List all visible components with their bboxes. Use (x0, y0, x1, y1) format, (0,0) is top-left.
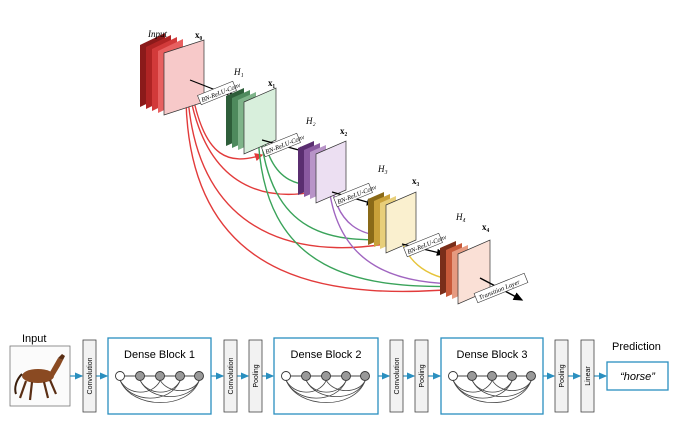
skip-arrow-green (257, 131, 472, 291)
layer-linear: Linear (580, 339, 595, 413)
dense-block-detail: Input x₀ BN-ReLU-Conv H₁ x₁ BN-ReLU-Conv (140, 29, 529, 305)
dense-block-2-label: Dense Block 2 (291, 349, 362, 361)
layer-label: Convolution (87, 357, 94, 394)
dense-block-3: Dense Block 3 (440, 337, 544, 415)
dense-block-2: Dense Block 2 (273, 337, 379, 415)
input-image-horse (9, 345, 71, 407)
layer-pooling-1: Pooling (248, 339, 263, 413)
feature-stack-x4: H₄ x₄ (440, 212, 491, 305)
layer-label: Convolution (394, 357, 401, 394)
dense-block-1-nodes (115, 371, 204, 403)
h4-label: H₄ (455, 212, 466, 222)
skip-arrow-red (185, 99, 472, 293)
layer-convolution-3: Convolution (389, 339, 404, 413)
top-input-label: Input (147, 29, 167, 39)
skip-arrow-red (187, 97, 407, 249)
feature-stack-x2: H₂ x₂ (298, 116, 348, 204)
h3-label: H₃ (377, 164, 388, 174)
x0-label: x₀ (195, 30, 203, 40)
x4-label: x₄ (482, 222, 490, 232)
layer-pooling-3: Pooling (554, 339, 569, 413)
layer-pooling-2: Pooling (414, 339, 429, 413)
layer-label: Pooling (559, 364, 566, 387)
dense-block-1: Dense Block 1 (107, 337, 212, 415)
prediction-box: “horse” (606, 361, 669, 391)
prediction-label: Prediction (612, 341, 661, 353)
layer-label: Pooling (253, 364, 260, 387)
bottom-input-label: Input (22, 333, 46, 345)
feature-stack-x0: Input x₀ (140, 29, 205, 116)
feature-stack-x1: H₁ x₁ (226, 67, 277, 155)
x1-label: x₁ (268, 78, 276, 88)
dense-block-1-label: Dense Block 1 (124, 349, 195, 361)
h1-label: H₁ (233, 67, 244, 77)
dense-block-3-nodes (448, 371, 536, 403)
x2-label: x₂ (340, 126, 348, 136)
layer-label: Convolution (228, 357, 235, 394)
prediction-value: “horse” (620, 371, 656, 383)
dense-block-2-nodes (281, 371, 370, 403)
dense-block-3-label: Dense Block 3 (457, 349, 528, 361)
layer-convolution-2: Convolution (223, 339, 238, 413)
skip-connections (185, 91, 472, 293)
layer-convolution-1: Convolution (82, 339, 97, 413)
layer-label: Pooling (419, 364, 426, 387)
network-pipeline: Input (9, 333, 669, 415)
skip-arrow-red (191, 91, 264, 162)
feature-stack-x3: H₃ x₃ (368, 164, 420, 254)
layer-label: Linear (585, 366, 592, 386)
x3-label: x₃ (412, 176, 420, 186)
h2-label: H₂ (305, 116, 316, 126)
